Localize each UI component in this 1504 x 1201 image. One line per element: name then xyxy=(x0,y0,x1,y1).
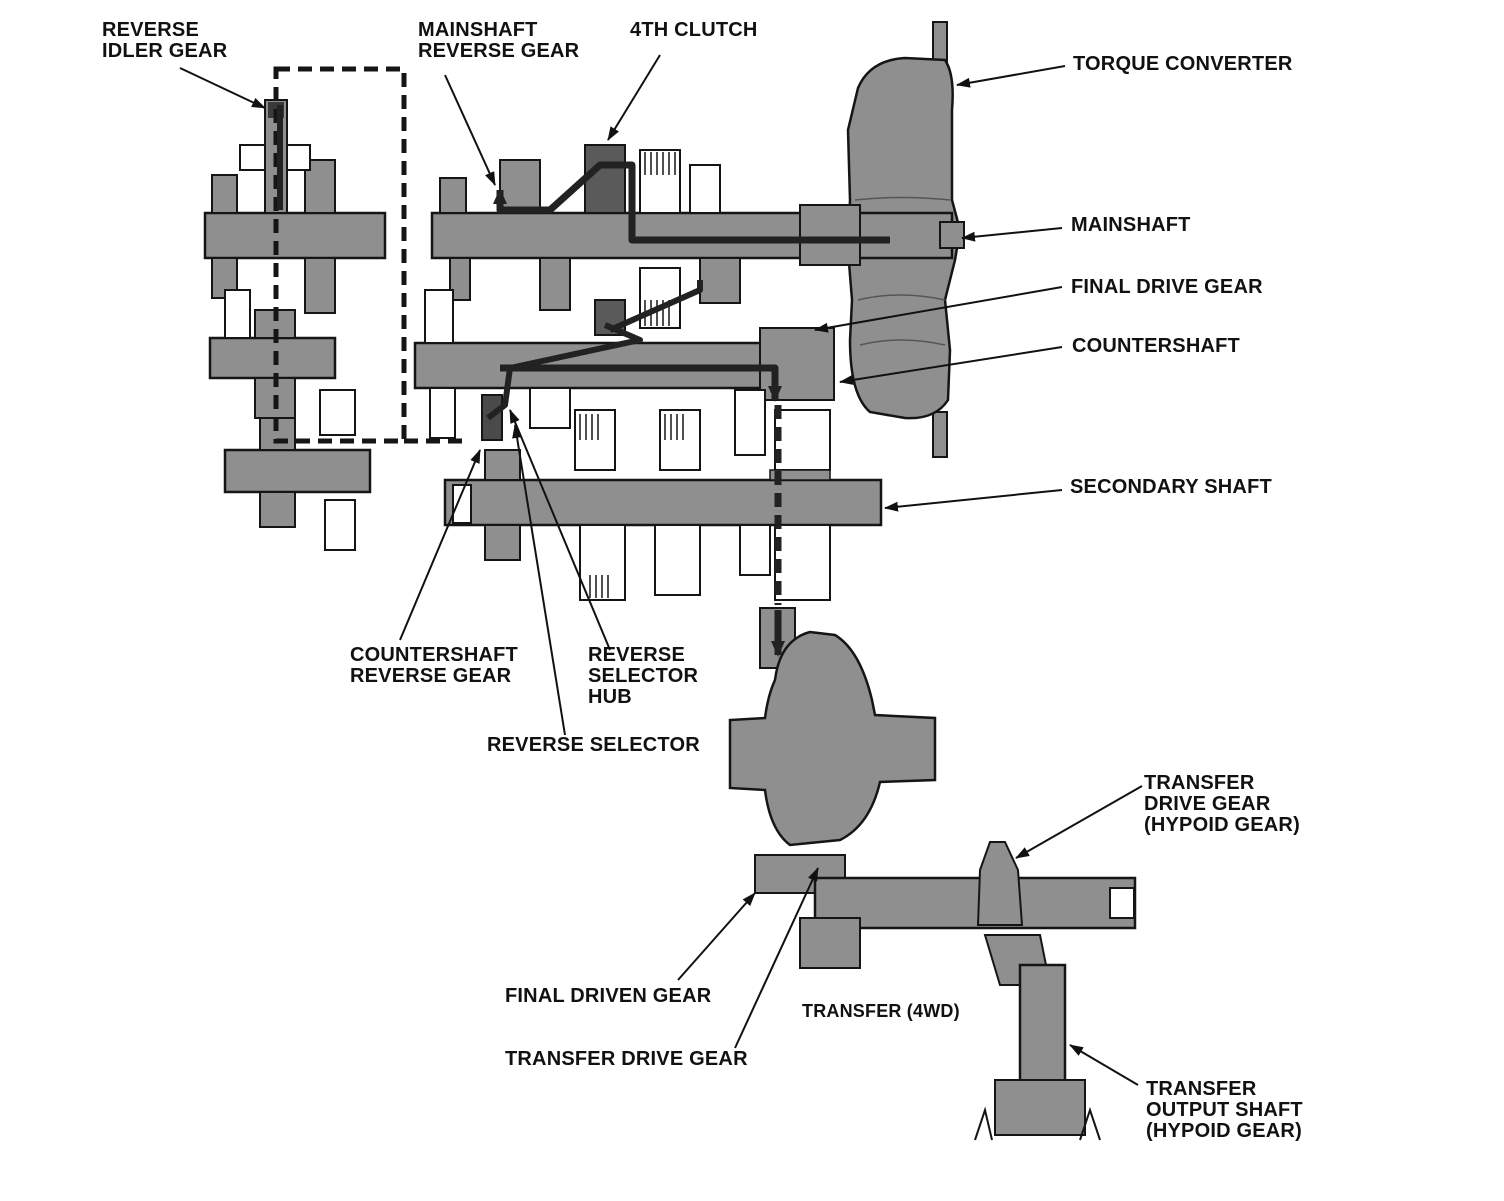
label-final-driven-gear: FINAL DRIVEN GEAR xyxy=(505,986,711,1007)
left-gear-cluster xyxy=(203,99,387,551)
label-4th-clutch: 4TH CLUTCH xyxy=(630,20,758,41)
label-mainshaft: MAINSHAFT xyxy=(1071,215,1191,236)
label-reverse-selector: REVERSE SELECTOR xyxy=(487,735,700,756)
label-transfer-drive-gear: TRANSFER DRIVE GEAR xyxy=(505,1049,748,1070)
label-transfer-output-shaft: TRANSFER OUTPUT SHAFT (HYPOID GEAR) xyxy=(1146,1079,1303,1142)
label-line: SECONDARY SHAFT xyxy=(1070,476,1272,498)
label-reverse-selector-hub: REVERSE SELECTOR HUB xyxy=(588,645,698,708)
label-line: FINAL DRIVE GEAR xyxy=(1071,276,1263,298)
power-flow-path xyxy=(277,105,890,657)
label-line: SELECTOR xyxy=(588,665,699,687)
label-line: COUNTERSHAFT xyxy=(1072,335,1240,357)
transfer-assembly xyxy=(799,841,1137,1141)
label-line: MAINSHAFT xyxy=(418,19,538,41)
label-line: REVERSE xyxy=(102,19,199,41)
label-line: TRANSFER xyxy=(1144,772,1255,794)
label-line: TORQUE CONVERTER xyxy=(1073,53,1293,75)
label-line: DRIVE GEAR xyxy=(1144,793,1271,815)
label-mainshaft-reverse-gear: MAINSHAFT REVERSE GEAR xyxy=(418,20,579,62)
mainshaft xyxy=(430,144,965,336)
label-final-drive-gear: FINAL DRIVE GEAR xyxy=(1071,277,1263,298)
label-line: IDLER GEAR xyxy=(102,40,228,62)
label-line: REVERSE GEAR xyxy=(350,665,512,687)
label-line: HUB xyxy=(588,686,632,708)
label-transfer-drive-gear-hypoid: TRANSFER DRIVE GEAR (HYPOID GEAR) xyxy=(1144,773,1300,836)
label-line: 4TH CLUTCH xyxy=(630,19,758,41)
label-line: FINAL DRIVEN GEAR xyxy=(505,985,712,1007)
label-line: (HYPOID GEAR) xyxy=(1146,1120,1302,1142)
label-line: REVERSE GEAR xyxy=(418,40,580,62)
label-countershaft-reverse-gear: COUNTERSHAFT REVERSE GEAR xyxy=(350,645,518,687)
differential xyxy=(728,607,937,894)
label-line: COUNTERSHAFT xyxy=(350,644,518,666)
label-countershaft: COUNTERSHAFT xyxy=(1072,336,1240,357)
label-secondary-shaft: SECONDARY SHAFT xyxy=(1070,477,1272,498)
reverse-idler-dashed-outline xyxy=(273,66,407,444)
label-reverse-idler-gear: REVERSE IDLER GEAR xyxy=(102,20,227,62)
label-line: TRANSFER DRIVE GEAR xyxy=(505,1048,748,1070)
leader-lines xyxy=(179,54,1143,1086)
label-line: TRANSFER xyxy=(1146,1078,1257,1100)
secondary-shaft xyxy=(443,449,883,601)
label-line: MAINSHAFT xyxy=(1071,214,1191,236)
label-line: TRANSFER (4WD) xyxy=(802,1001,960,1021)
label-torque-converter: TORQUE CONVERTER xyxy=(1073,54,1293,75)
label-transfer-4wd: TRANSFER (4WD) xyxy=(802,1001,960,1022)
label-line: REVERSE SELECTOR xyxy=(487,734,700,756)
label-line: REVERSE xyxy=(588,644,685,666)
label-line: (HYPOID GEAR) xyxy=(1144,814,1300,836)
label-line: OUTPUT SHAFT xyxy=(1146,1099,1303,1121)
